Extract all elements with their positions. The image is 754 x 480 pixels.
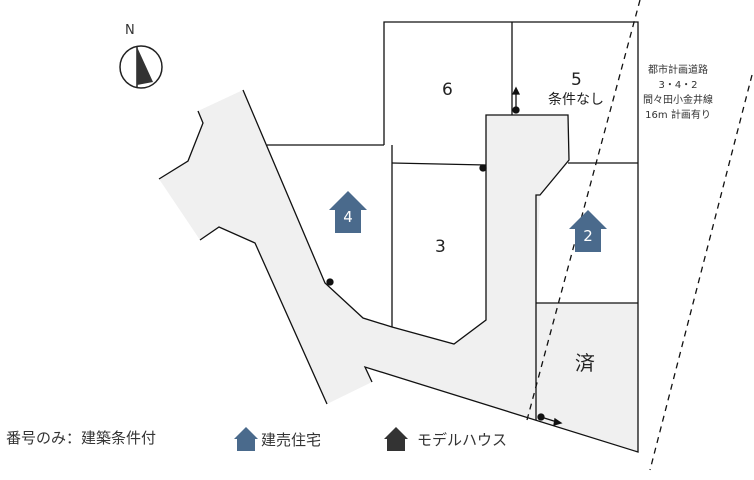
- lot-5-note: 条件なし: [548, 92, 604, 108]
- compass-icon: [119, 45, 163, 89]
- ready-built-house-icon-lot-4: 4: [329, 191, 367, 233]
- lot-3-label: 3: [435, 237, 446, 257]
- ready-built-house-icon: [234, 427, 258, 451]
- road-note-line: 間々田小金井線: [643, 95, 713, 106]
- lot-2-label: 2: [583, 227, 593, 245]
- road-note-line: 3・4・2: [658, 80, 698, 91]
- legend-model-house: モデルハウス: [384, 427, 507, 451]
- city-planned-road-note: 都市計画道路 3・4・2 間々田小金井線 16m 計画有り: [640, 63, 716, 123]
- model-house-icon: [384, 427, 408, 451]
- road-note-line: 16m 計画有り: [645, 110, 711, 121]
- legend-number-only: 番号のみ：建築条件付: [6, 427, 156, 448]
- legend-ready-built: 建売住宅: [234, 427, 321, 451]
- private-road: [159, 90, 638, 452]
- legend-model-house-text: モデルハウス: [417, 430, 508, 449]
- lot-sold-label: 済: [575, 351, 595, 375]
- north-label: N: [125, 23, 135, 38]
- legend-number-only-text: 番号のみ：建築条件付: [6, 429, 157, 447]
- lot-boundaries: [158, 21, 639, 453]
- entrance-markers: [326, 86, 563, 426]
- lot-5-label: 5: [571, 70, 582, 90]
- legend-ready-built-text: 建売住宅: [261, 430, 322, 449]
- lot-6-label: 6: [442, 80, 453, 100]
- ready-built-house-icon-lot-2: 2: [569, 210, 607, 252]
- road-note-line: 都市計画道路: [648, 65, 708, 76]
- lot-4-label: 4: [343, 208, 353, 226]
- planned-road-lines: [526, 0, 753, 471]
